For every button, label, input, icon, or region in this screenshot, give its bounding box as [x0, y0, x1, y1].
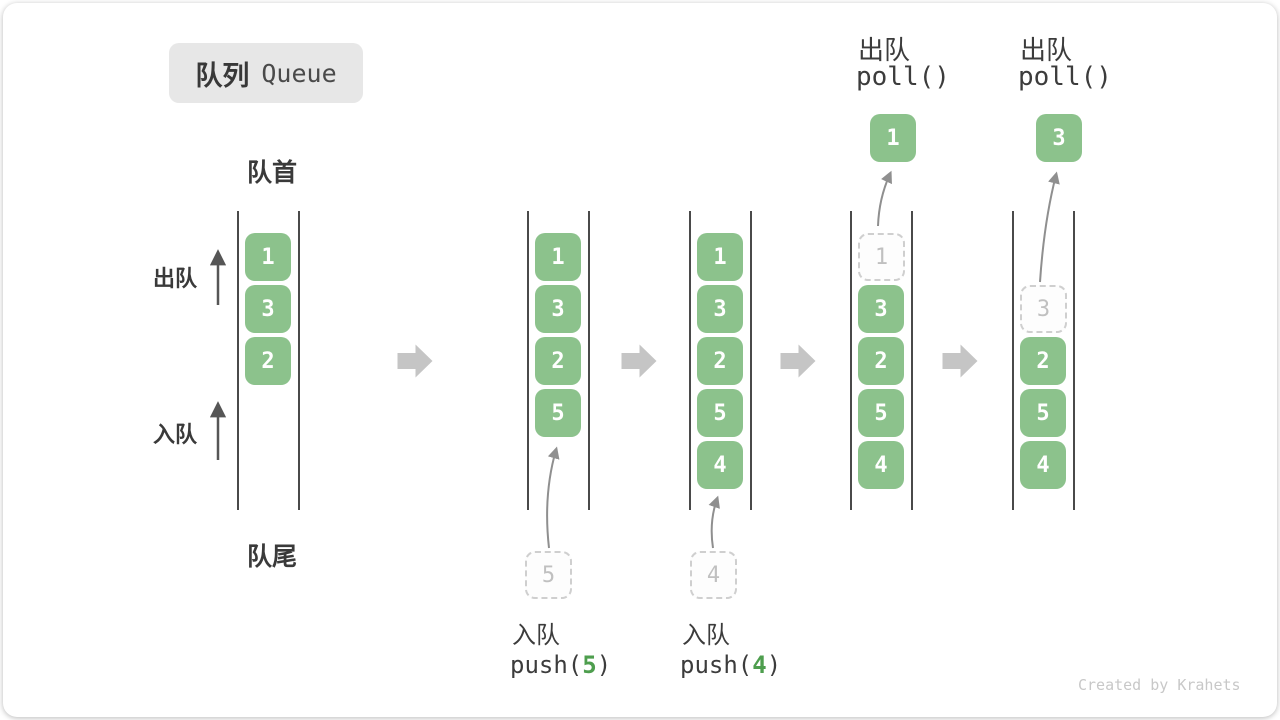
- dequeue-ghost-block: 3: [1020, 285, 1067, 333]
- dequeue-op-code: poll(): [856, 62, 950, 92]
- code-close: ): [766, 651, 782, 679]
- queue-block: 3: [858, 285, 904, 333]
- title-badge: 队列 Queue: [169, 43, 363, 103]
- queue-block: 2: [858, 337, 904, 385]
- dequeue-pointer-arrow: [877, 170, 892, 227]
- enqueue-op-code: push(5): [510, 651, 611, 679]
- enqueue-ghost-block: 4: [690, 551, 737, 599]
- queue-wall-left: [237, 211, 239, 510]
- queue-block: 3: [697, 285, 743, 333]
- queue-block: 1: [245, 233, 291, 281]
- watermark: Created by Krahets: [1078, 676, 1241, 694]
- state-arrow-icon: [942, 344, 978, 378]
- queue-block: 1: [535, 233, 581, 281]
- queue-block: 3: [535, 285, 581, 333]
- title-en: Queue: [261, 58, 337, 88]
- enqueue-op-label: 入队: [682, 622, 730, 649]
- enqueue-ghost-block: 5: [525, 551, 572, 599]
- queue-wall-right: [588, 211, 590, 510]
- dequeue-op-code: poll(): [1018, 62, 1112, 92]
- queue-block: 5: [535, 389, 581, 437]
- queue-block: 5: [858, 389, 904, 437]
- code-open: push(: [680, 651, 753, 679]
- dequeue-op-label: 出队: [1020, 35, 1073, 65]
- queue-block: 2: [245, 337, 291, 385]
- queue-block: 2: [1020, 337, 1066, 385]
- state-arrow-icon: [780, 344, 816, 378]
- enqueue-pointer-arrow: [708, 495, 720, 549]
- queue-block: 1: [697, 233, 743, 281]
- dequeue-ghost-block: 1: [858, 233, 905, 281]
- code-arg: 4: [752, 651, 767, 679]
- state-arrow-icon: [621, 344, 657, 378]
- queue-wall-right: [750, 211, 752, 510]
- queue-block: 4: [858, 441, 904, 489]
- queue-wall-right: [911, 211, 913, 510]
- popped-block: 3: [1036, 114, 1082, 162]
- queue-wall-left: [689, 211, 691, 510]
- queue-block: 2: [535, 337, 581, 385]
- state-arrow-icon: [397, 344, 433, 378]
- queue-front-label: 队首: [246, 159, 297, 187]
- popped-block: 1: [870, 114, 916, 162]
- queue-wall-left: [850, 211, 852, 510]
- code-open: push(: [510, 651, 583, 679]
- queue-block: 5: [697, 389, 743, 437]
- queue-block: 5: [1020, 389, 1066, 437]
- queue-wall-left: [1012, 211, 1014, 510]
- queue-wall-right: [298, 211, 300, 510]
- title-zh: 队列: [195, 60, 250, 91]
- queue-wall-right: [1073, 211, 1075, 510]
- code-arg: 5: [582, 651, 597, 679]
- enqueue-op-label: 入队: [512, 622, 560, 649]
- enqueue-pointer-arrow: [546, 446, 560, 549]
- enqueue-op-code: push(4): [680, 651, 781, 679]
- queue-block: 2: [697, 337, 743, 385]
- queue-block: 4: [1020, 441, 1066, 489]
- queue-block: 4: [697, 441, 743, 489]
- dequeue-op-label: 出队: [858, 35, 911, 65]
- dequeue-label: 出队: [153, 266, 198, 291]
- queue-wall-left: [527, 211, 529, 510]
- queue-block: 3: [245, 285, 291, 333]
- code-close: ): [596, 651, 612, 679]
- queue-rear-label: 队尾: [246, 543, 297, 571]
- dequeue-pointer-arrow: [1039, 171, 1060, 283]
- enqueue-label: 入队: [153, 422, 198, 447]
